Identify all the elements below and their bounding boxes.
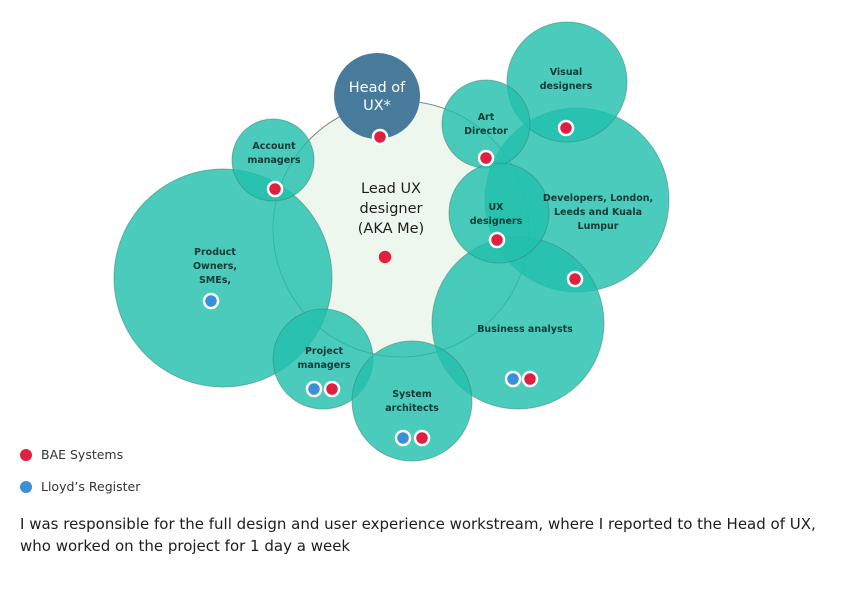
legend-label: BAE Systems: [41, 447, 124, 462]
caption: I was responsible for the full design an…: [20, 515, 816, 555]
account-managers-circle: [231, 118, 315, 202]
bae-marker: [323, 380, 341, 398]
bae-marker: [266, 180, 284, 198]
bae-marker: [413, 429, 431, 447]
bae-marker: [477, 149, 495, 167]
bae-dot-icon: [20, 448, 32, 461]
bae-marker: [371, 128, 389, 146]
product-owners-circle: [113, 168, 333, 388]
business-label: Business analysts: [477, 324, 573, 335]
legend-lloyds: Lloyd’s Register: [20, 479, 140, 494]
ux-designers-circle: [448, 162, 550, 264]
lloyds-marker: [504, 370, 522, 388]
system-architects-circle: [351, 340, 473, 462]
visual-designers-circle: [506, 21, 628, 143]
legend-bae: BAE Systems: [20, 447, 123, 462]
bae-marker: [566, 270, 584, 288]
lloyds-dot-icon: [20, 480, 32, 493]
bae-marker: [488, 231, 506, 249]
head-of-ux-circle: [334, 53, 420, 139]
legend-label: Lloyd’s Register: [41, 479, 141, 494]
lloyds-marker: [305, 380, 323, 398]
lloyds-marker: [394, 429, 412, 447]
bae-marker: [521, 370, 539, 388]
org-markers: [202, 119, 584, 447]
bae-marker: [557, 119, 575, 137]
lloyds-marker: [202, 292, 220, 310]
bae-marker: [376, 248, 394, 266]
